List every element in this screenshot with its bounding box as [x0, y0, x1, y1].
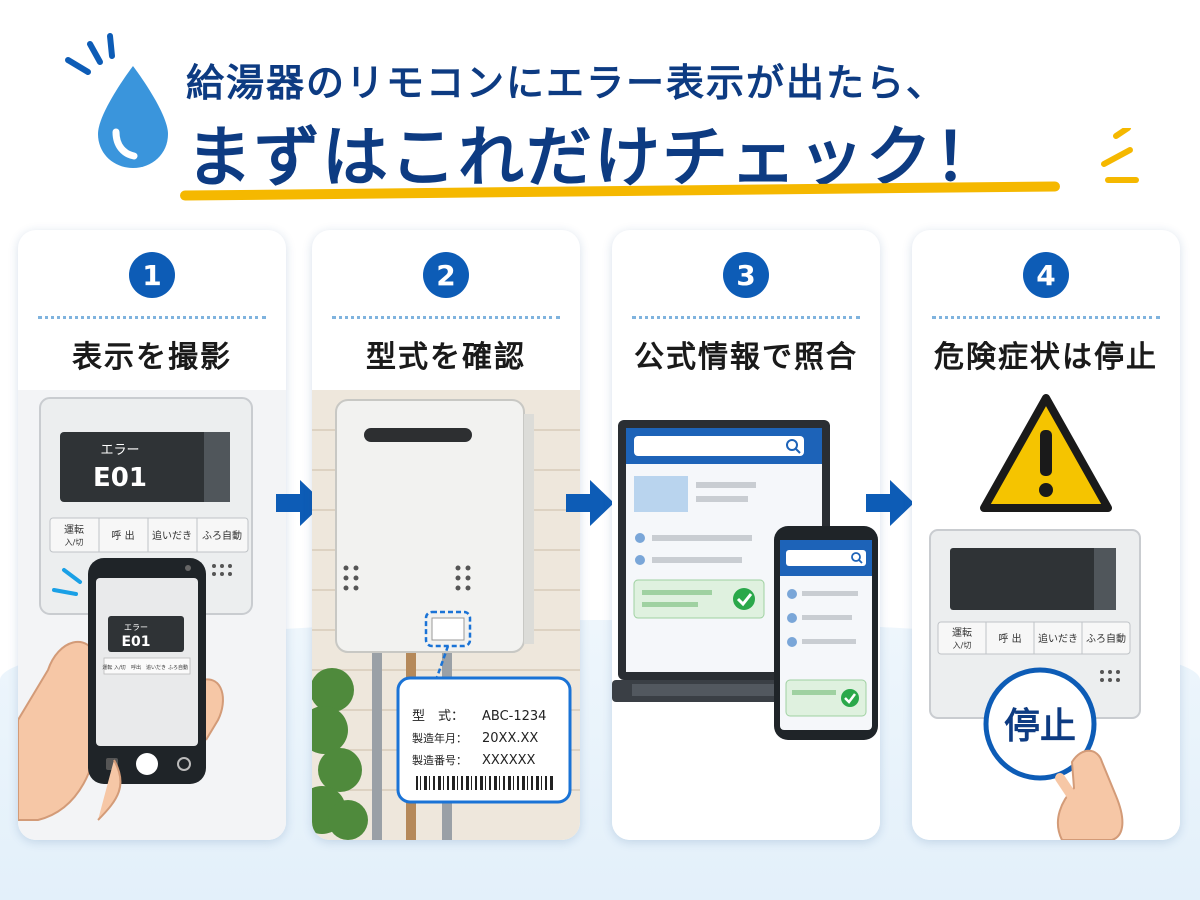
remote-button-power: 運転: [952, 627, 972, 639]
step-card-2: 2 型式を確認: [312, 230, 580, 840]
svg-text:運転 入/切: 運転 入/切: [102, 664, 125, 671]
remote-button-reheat: 追いだき: [152, 529, 192, 542]
remote-screen-code: E01: [93, 463, 147, 493]
remote-controller: エラー E01 運転 入/切 呼 出 追いだき ふろ自動: [39, 397, 253, 615]
shutter-button-icon: [136, 753, 158, 775]
svg-text:追いだき: 追いだき: [146, 664, 166, 671]
step-label: 公式情報で照合: [634, 340, 858, 375]
stop-button-label: 停止: [1004, 706, 1076, 747]
remote-button-auto-bath: ふろ自動: [1086, 632, 1126, 645]
search-icon: [851, 552, 861, 562]
nameplate-serial-value: XXXXXX: [482, 753, 536, 768]
remote-button-call: 呼 出: [111, 529, 134, 542]
step-card-4: 4 危険症状は停止 運転 入/切 呼 出 追いだき ふろ自動: [912, 230, 1180, 840]
remote-button-reheat: 追いだき: [1038, 632, 1078, 645]
arrow-right-icon: [866, 480, 914, 526]
step-3-illustration: [612, 390, 880, 840]
stop-button[interactable]: 停止: [983, 667, 1097, 781]
nameplate-date-value: 20XX.XX: [482, 731, 538, 746]
nameplate-date-label: 製造年月：: [412, 731, 467, 745]
spark-lines-icon: [65, 33, 115, 75]
header: 給湯器のリモコンにエラー表示が出たら、 まずはこれだけチェック！: [0, 0, 1200, 220]
step-card-1: 1 表示を撮影 エラー E01 運転 入/切 呼 出 追いだき ふろ自動: [18, 230, 286, 840]
step-label: 型式を確認: [366, 340, 526, 375]
step-card-3: 3 公式情報で照合: [612, 230, 880, 840]
plant-icon: [312, 668, 368, 840]
nameplate-model-label: 型 式：: [412, 709, 464, 724]
step-number: 3: [723, 252, 769, 298]
step-4-illustration: 運転 入/切 呼 出 追いだき ふろ自動 停止: [912, 390, 1180, 840]
water-drop-icon: [98, 66, 168, 168]
warning-icon: [980, 394, 1112, 512]
dotted-divider: [38, 316, 266, 319]
svg-text:ふろ自動: ふろ自動: [168, 664, 188, 671]
remote-button-auto-bath: ふろ自動: [202, 529, 242, 542]
dotted-divider: [632, 316, 860, 319]
check-icon: [841, 689, 859, 707]
dotted-divider: [932, 316, 1160, 319]
remote-button-call: 呼 出: [998, 632, 1021, 645]
water-heater: [335, 399, 534, 681]
nameplate-callout: 型 式： ABC-1234 製造年月： 20XX.XX 製造番号： XXXXXX: [396, 676, 572, 804]
svg-text:呼出: 呼出: [131, 664, 141, 671]
step-number: 2: [423, 252, 469, 298]
smartphone: [774, 526, 878, 740]
pointing-hand-icon: [1056, 749, 1124, 840]
smartphone: エラー E01 運転 入/切 呼出 追いだき ふろ自動: [88, 558, 206, 784]
step-number: 4: [1023, 252, 1069, 298]
remote-button-power: 運転: [64, 524, 84, 536]
nameplate-model-value: ABC-1234: [482, 709, 546, 724]
check-icon: [733, 588, 755, 610]
svg-text:入/切: 入/切: [65, 538, 84, 547]
search-icon: [786, 439, 798, 451]
svg-text:入/切: 入/切: [953, 641, 972, 650]
remote-screen-caption: エラー: [100, 443, 139, 458]
flip-camera-icon: [177, 757, 191, 771]
dotted-divider: [332, 316, 560, 319]
step-label: 危険症状は停止: [934, 340, 1158, 375]
step-label: 表示を撮影: [72, 340, 232, 375]
nameplate-serial-label: 製造番号：: [412, 753, 467, 767]
remote-controller: 運転 入/切 呼 出 追いだき ふろ自動: [929, 529, 1141, 719]
step-2-illustration: 型 式： ABC-1234 製造年月： 20XX.XX 製造番号： XXXXXX: [312, 390, 580, 840]
step-number: 1: [129, 252, 175, 298]
phone-screen-caption: エラー: [124, 623, 148, 632]
step-1-illustration: エラー E01 運転 入/切 呼 出 追いだき ふろ自動 エラー E01: [18, 390, 286, 840]
title-line-1: 給湯器のリモコンにエラー表示が出たら、: [186, 61, 947, 105]
spark-lines-icon: [1101, 128, 1139, 183]
arrow-right-icon: [566, 480, 614, 526]
barcode-icon: [416, 776, 553, 790]
phone-screen-code: E01: [121, 634, 150, 650]
